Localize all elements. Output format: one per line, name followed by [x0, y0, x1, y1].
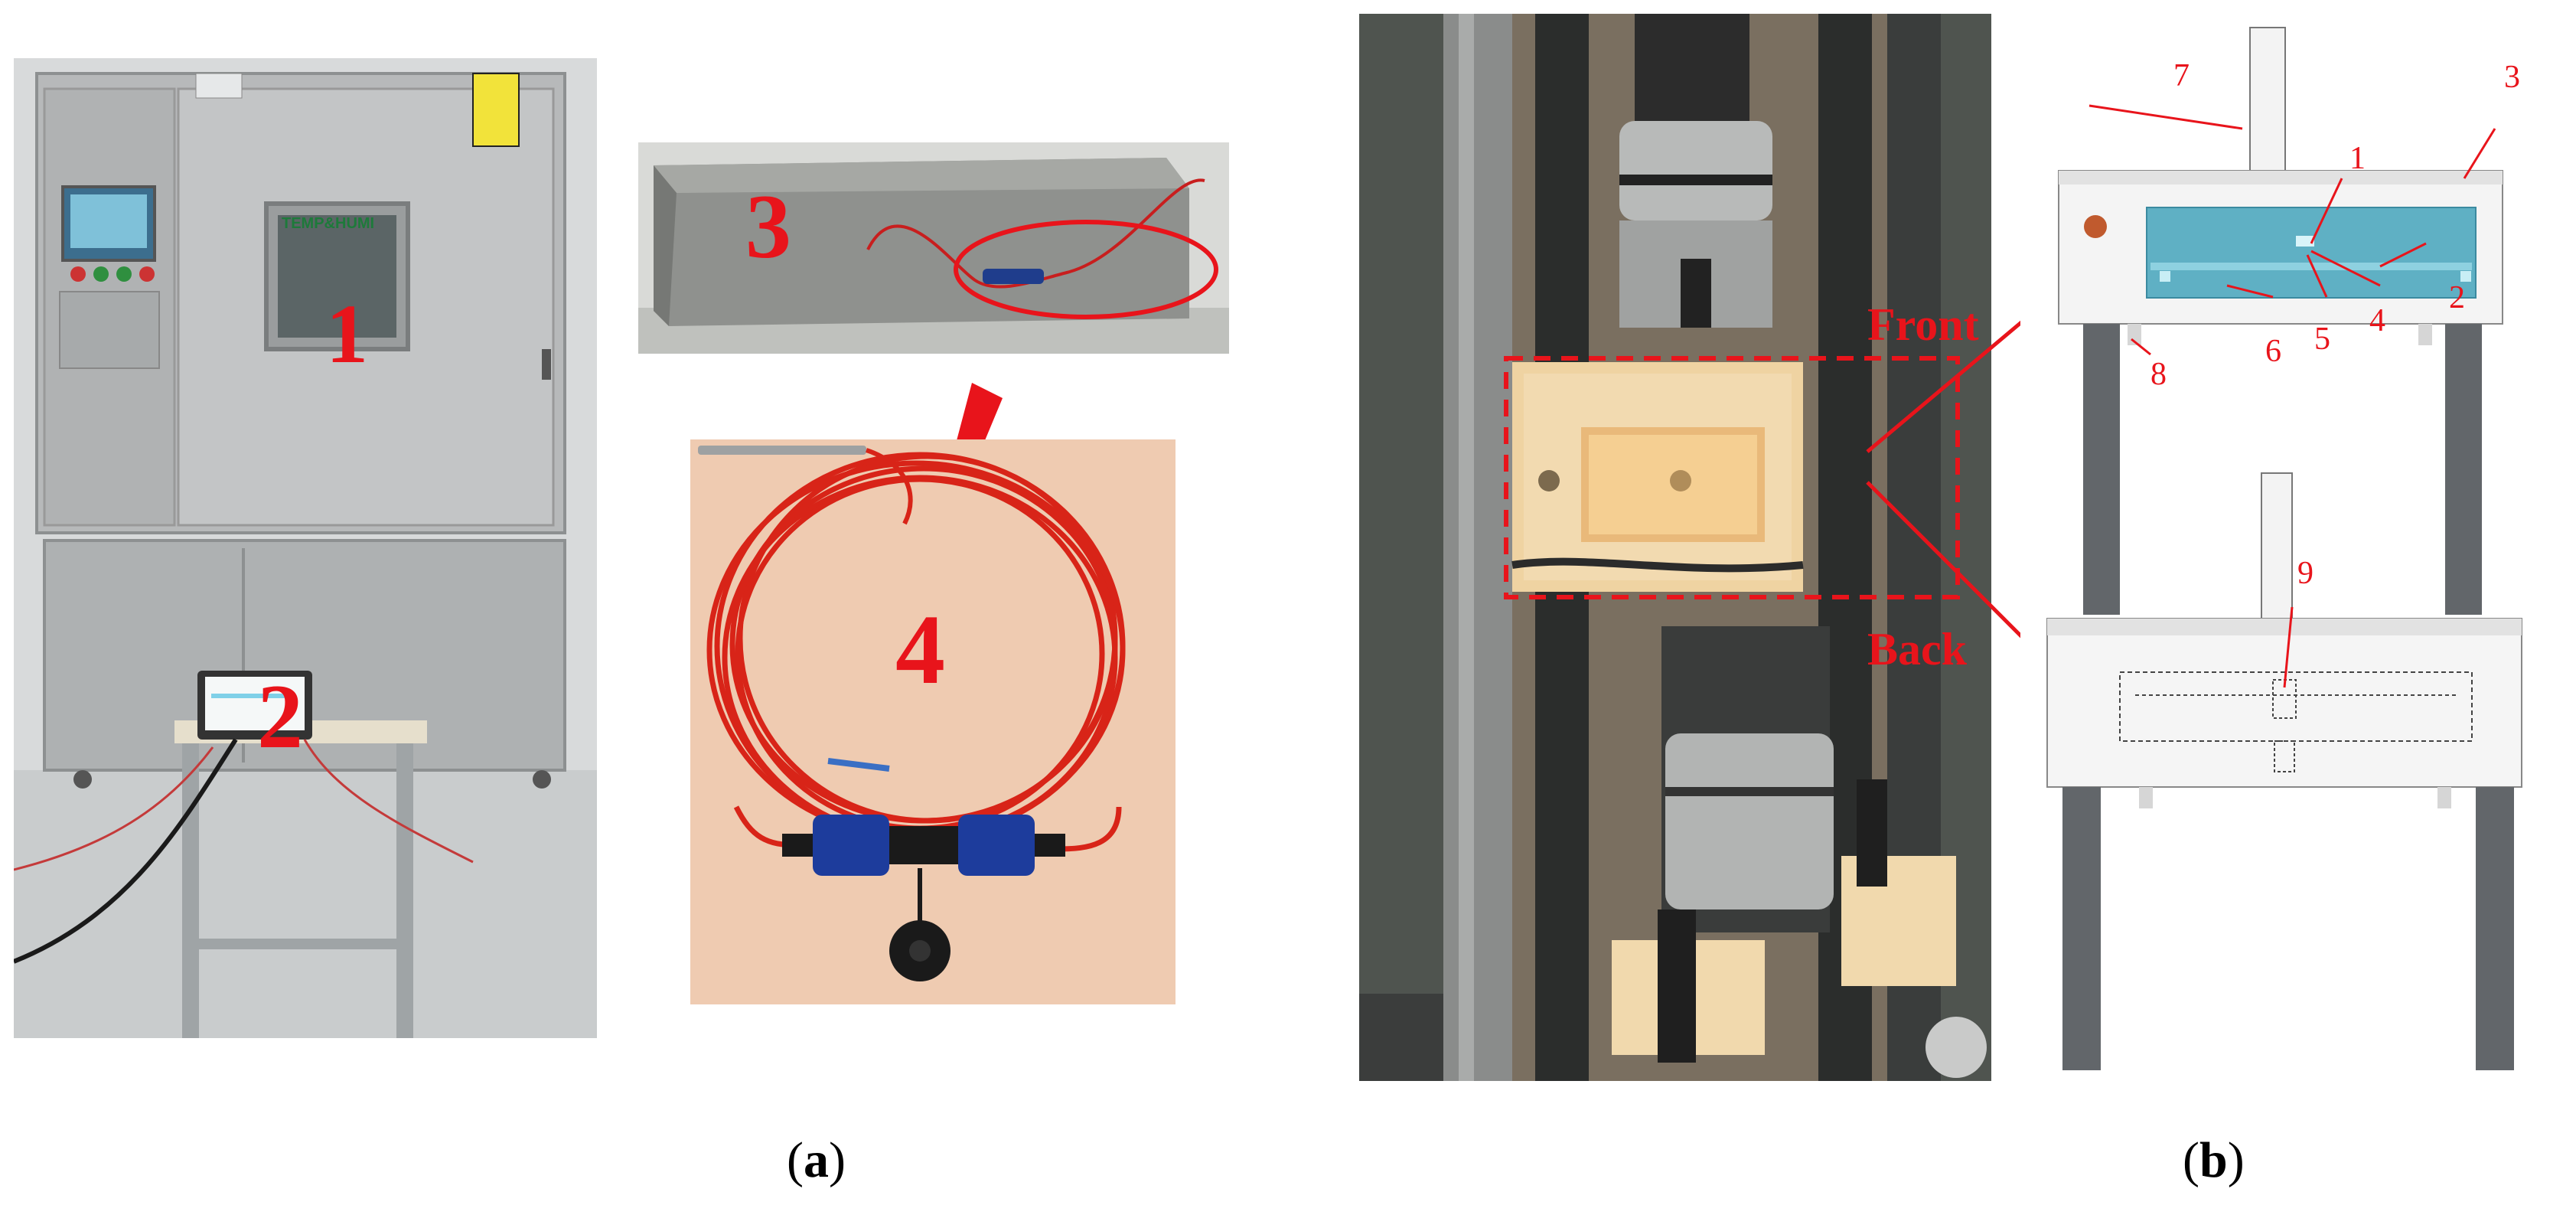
diag-label-1: 1	[2349, 141, 2366, 176]
schematic-front-view: 7 3 1 2 4 5 6 8 9	[2020, 14, 2556, 1081]
diag-label-5: 5	[2314, 322, 2330, 357]
photo-concrete-specimen: 3	[638, 142, 1229, 354]
chamber-brand-label: TEMP&HUMI	[282, 215, 375, 232]
photo-climate-chamber: TEMP&HUMI 1 2	[14, 58, 597, 1038]
label-3: 3	[745, 175, 791, 277]
diag-label-7: 7	[2173, 58, 2190, 93]
diag-label-9: 9	[2297, 556, 2314, 591]
diag-label-8: 8	[2150, 357, 2167, 392]
caption-b: (b)	[2183, 1132, 2245, 1188]
diag-label-6: 6	[2265, 334, 2281, 369]
diag-label-4: 4	[2369, 303, 2385, 338]
label-1: 1	[326, 287, 368, 380]
label-2: 2	[257, 665, 303, 767]
dashed-highlight-box	[1504, 356, 1960, 599]
photo-sensor-cable: 4	[690, 439, 1176, 1004]
label-front: Front	[1867, 299, 1979, 350]
diag-label-2: 2	[2449, 280, 2465, 315]
caption-a: (a)	[787, 1132, 846, 1188]
label-4: 4	[895, 595, 945, 705]
label-back: Back	[1867, 624, 1968, 674]
diag-label-3: 3	[2504, 60, 2520, 95]
photo-loading-frame: Front Back	[1359, 14, 1991, 1081]
